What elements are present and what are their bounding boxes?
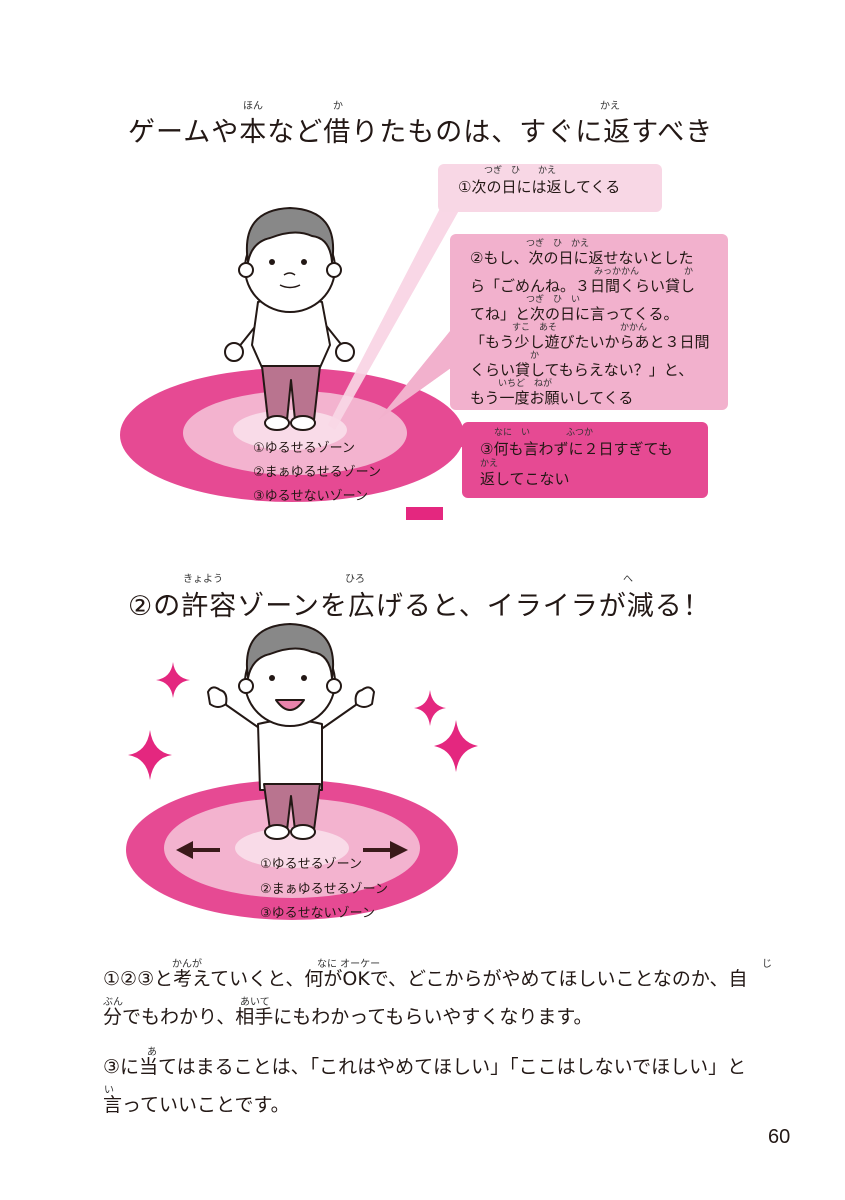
zone-label-2: ②まぁゆるせるゾーン — [260, 882, 389, 897]
zone-label-2: ②まぁゆるせるゾーン — [253, 465, 382, 480]
callout3-line: 返してこない — [480, 470, 570, 488]
inner-zone-ellipse — [233, 410, 347, 450]
para-ruby: なに オーケー — [317, 959, 381, 970]
zone-label-1: ①ゆるせるゾーン — [260, 857, 363, 872]
callout2-line: くらい貸してもらえない？」と、 — [470, 361, 694, 379]
zone-diagram-2 — [126, 623, 478, 920]
callout2-line: もう一度お願いしてくる — [470, 389, 634, 407]
child-cheering-icon — [207, 623, 375, 840]
paragraph1-line1: ①②③と考えていくと、何がOKで、どこからがやめてほしいことなのか、自 — [103, 968, 748, 990]
para-ruby: あいて — [240, 997, 270, 1008]
callout2-line: 「もう少し遊びたいからあと３日間 — [470, 333, 710, 351]
title1-ruby-kae: かえ — [600, 101, 620, 112]
callout2-line: ら「ごめんね。３日間くらい貸し — [470, 277, 696, 295]
zone-label-3: ③ゆるせないゾーン — [253, 489, 369, 504]
para-ruby: じ — [762, 959, 772, 970]
callout3-line: ③何も言わずに２日すぎても — [480, 440, 673, 458]
section1-title: ゲームや本など借りたものは、すぐに返すべき — [128, 117, 714, 148]
zone-label-3: ③ゆるせないゾーン — [260, 906, 376, 921]
zone-diagram-1 — [120, 195, 468, 520]
down-arrow-icon — [406, 507, 443, 520]
title1-ruby-hon: ほん — [243, 101, 263, 112]
para-ruby: い — [104, 1085, 114, 1096]
callout2-line: ②もし、次の日に返せないとした — [470, 249, 694, 267]
callout2-line: てね」と次の日に言ってくる。 — [470, 305, 679, 323]
callout-2: つぎ ひ かえ ②もし、次の日に返せないとした みっかかん か ら「ごめんね。３… — [450, 234, 728, 410]
inner-zone-ellipse — [235, 828, 349, 868]
title2-ruby-hiro: ひろ — [345, 574, 365, 585]
paragraph2-line2: 言っていいことです。 — [103, 1094, 290, 1116]
paragraph1-line2: 分でもわかり、相手にもわかってもらいやすくなります。 — [103, 1006, 593, 1028]
para-ruby: あ — [147, 1047, 157, 1058]
zone-label-1: ①ゆるせるゾーン — [253, 441, 356, 456]
title2-ruby-he: へ — [623, 574, 633, 585]
para-ruby: かんが — [172, 959, 202, 970]
expand-right-arrow-icon — [363, 841, 408, 859]
para-ruby: ぶん — [103, 997, 123, 1008]
sparkle-icon — [128, 662, 478, 780]
callout1-ruby: つぎ ひ かえ — [484, 166, 557, 176]
callout-1: つぎ ひ かえ ①次の日には返してくる — [438, 164, 662, 212]
page-number: 60 — [768, 1126, 791, 1148]
expand-left-arrow-icon — [176, 841, 220, 859]
paragraph2-line1: ③に当てはまることは、「これはやめてほしい」「ここはしないでほしい」と — [103, 1056, 747, 1078]
child-standing-icon — [224, 207, 355, 431]
section2-title: ②の許容ゾーンを広げると、イライラが減る！ — [128, 591, 711, 622]
title1-ruby-ka: か — [333, 101, 343, 112]
callout-3: なに い ふつか ③何も言わずに２日すぎても かえ 返してこない — [462, 422, 708, 498]
callout1-text: ①次の日には返してくる — [458, 178, 621, 196]
title2-ruby-kyoyou: きょよう — [183, 574, 223, 585]
